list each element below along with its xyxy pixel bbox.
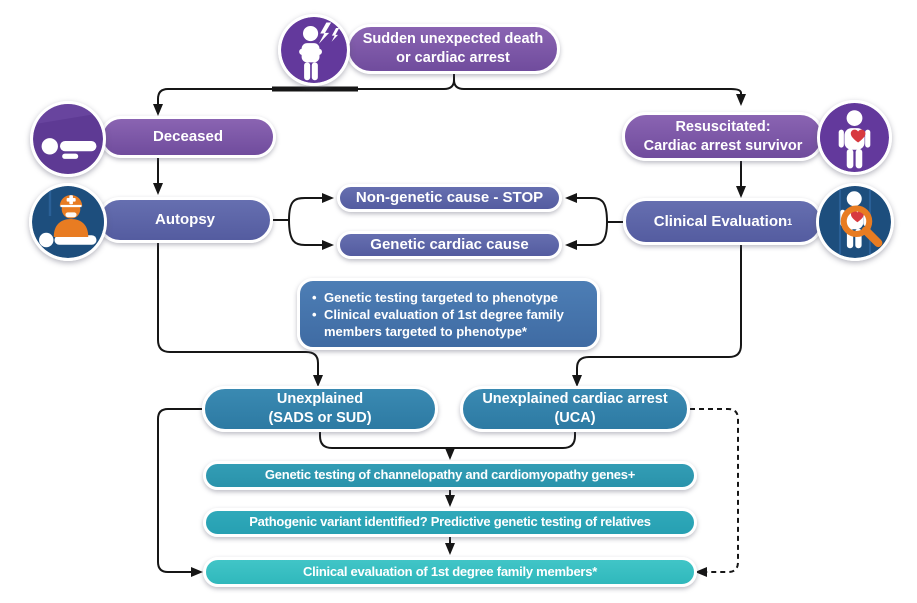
phenotype-bullet-1-text: Genetic testing targeted to phenotype (324, 290, 559, 305)
phenotype-bullet-2-text: Clinical evaluation of 1st degree family… (324, 307, 564, 340)
body-lying-icon (30, 101, 106, 177)
phenotype-bullet-2: • Clinical evaluation of 1st degree fami… (312, 306, 587, 340)
node-deceased: Deceased (100, 116, 276, 158)
node-resuscitated: Resuscitated: Cardiac arrest survivor (622, 112, 824, 161)
node-non-genetic-cause: Non-genetic cause - STOP (337, 184, 562, 212)
node-sudden-death: Sudden unexpected death or cardiac arres… (346, 24, 560, 74)
bullet-icon: • (312, 307, 317, 323)
clinical-evaluation-label: Clinical Evaluation (653, 212, 788, 230)
node-unexplained-sads: Unexplained (SADS or SUD) (202, 386, 438, 432)
survivor-heart-icon (817, 100, 892, 175)
node-autopsy: Autopsy (97, 197, 273, 243)
node-genetic-testing: Genetic testing of channelopathy and car… (203, 461, 697, 490)
phenotype-bullet-1: • Genetic testing targeted to phenotype (312, 289, 587, 306)
person-chest-pain-icon (278, 14, 350, 86)
node-pathogenic-variant: Pathogenic variant identified? Predictiv… (203, 508, 697, 537)
heart-exam-magnifier-icon (816, 183, 894, 261)
node-unexplained-uca: Unexplained cardiac arrest (UCA) (460, 386, 690, 432)
node-phenotype-recommendations: • Genetic testing targeted to phenotype … (297, 278, 600, 350)
bullet-icon: • (312, 290, 317, 305)
medical-examiner-icon (29, 183, 107, 261)
node-genetic-cardiac-cause: Genetic cardiac cause (337, 231, 562, 259)
node-family-clinical-evaluation: Clinical evaluation of 1st degree family… (203, 557, 697, 587)
